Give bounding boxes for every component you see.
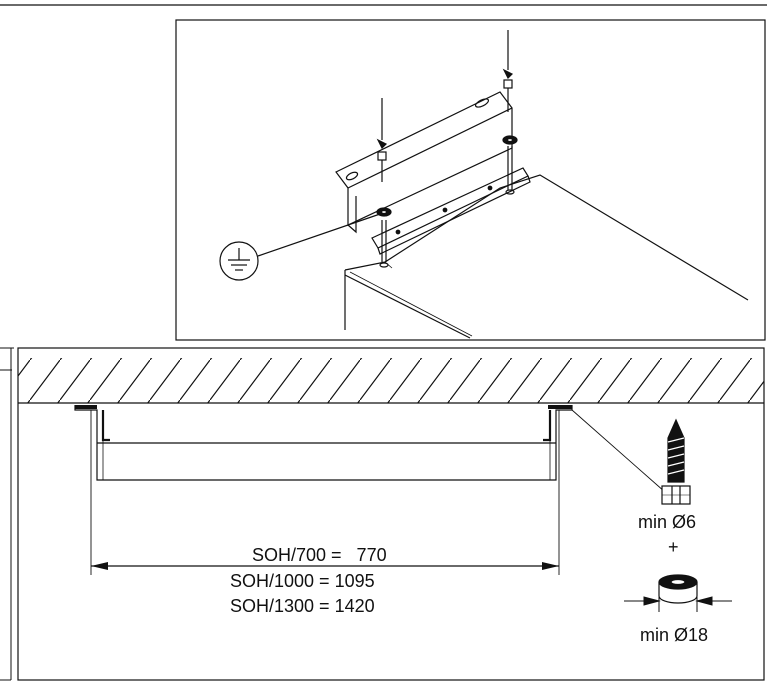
page-edge-lines (0, 4, 767, 681)
dimension-line (91, 562, 559, 570)
washer-size-label: min Ø18 (640, 625, 708, 645)
washer-icon (376, 135, 518, 217)
plus-sign: + (668, 537, 679, 557)
bracket-mounting-panel (175, 19, 766, 341)
cabinet-body (344, 174, 749, 339)
screw-leader-line (571, 409, 666, 493)
dimension-line-3: SOH/1300 = 1420 (230, 596, 375, 616)
angle-bracket (335, 91, 513, 234)
screw-icon (376, 30, 515, 268)
ceiling-section-panel: SOH/700 = 770 SOH/1000 = 1095 SOH/1300 =… (17, 347, 765, 681)
washer-dimension (624, 592, 732, 612)
ceiling-hatch (18, 358, 764, 404)
extension-lines (90, 410, 560, 575)
washer-icon (658, 574, 698, 604)
screw-icon (661, 418, 691, 505)
screw-size-label: min Ø6 (638, 512, 696, 532)
dimension-line-1: SOH/700 = 770 (252, 545, 387, 565)
dimension-line-2: SOH/1000 = 1095 (230, 571, 375, 591)
bracket-profile (74, 405, 573, 481)
ground-symbol-icon (219, 213, 381, 281)
mounting-rail (371, 167, 531, 255)
